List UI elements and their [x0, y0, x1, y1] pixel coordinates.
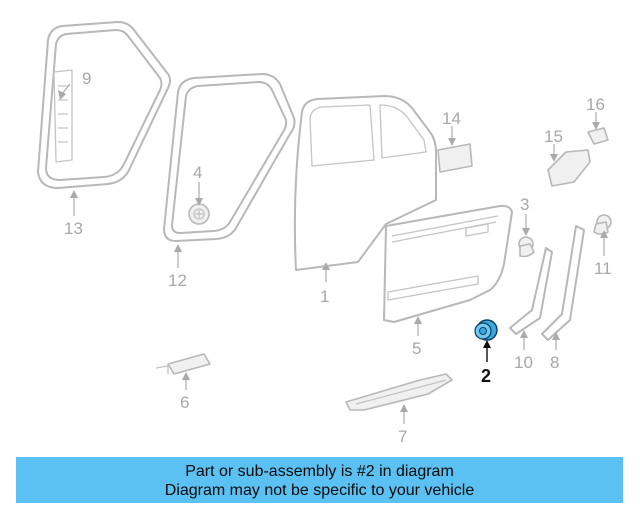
part-16-clip: [587, 127, 609, 145]
leader-lines: [58, 83, 608, 424]
part-5-door-trim-panel: [383, 204, 513, 323]
callout-1: 1: [320, 287, 329, 306]
callout-16: 16: [586, 95, 605, 114]
callout-15: 15: [544, 127, 563, 146]
part-15-clip: [547, 149, 591, 187]
callout-14: 14: [442, 109, 461, 128]
part-4-grommet: [188, 203, 210, 225]
callout-3: 3: [520, 195, 529, 214]
part-3-retainer: [518, 236, 535, 258]
callout-8: 8: [550, 353, 559, 372]
part-6-adhesive-tube: [155, 353, 211, 375]
callout-labels: 1 2 3 4 5 6 7 8 9 10 11 12 13 14 15 16: [64, 69, 612, 446]
callout-12: 12: [168, 271, 187, 290]
callout-2: 2: [481, 366, 491, 386]
part-11-retainer: [593, 214, 612, 235]
banner-line-1: Part or sub-assembly is #2 in diagram: [185, 463, 454, 480]
part-2-clip-highlighted: [474, 319, 498, 341]
part-12-door-seal: [163, 73, 296, 242]
info-banner: Part or sub-assembly is #2 in diagram Di…: [16, 457, 623, 503]
part-14-pad: [437, 143, 473, 173]
part-8-garnish: [541, 225, 585, 341]
callout-5: 5: [412, 339, 421, 358]
callout-7: 7: [398, 427, 407, 446]
banner-line-2: Diagram may not be specific to your vehi…: [164, 482, 475, 499]
callout-10: 10: [514, 353, 533, 372]
callout-11: 11: [594, 259, 612, 278]
callout-13: 13: [64, 219, 83, 238]
parts-diagram: 1 2 3 4 5 6 7 8 9 10 11 12 13 14 15 16: [37, 21, 612, 446]
part-13-door-weatherstrip: [37, 21, 171, 189]
part-10-garnish: [509, 247, 553, 335]
part-1-rear-door: [293, 95, 437, 271]
callout-9: 9: [82, 69, 91, 88]
part-7-scuff-plate: [345, 373, 453, 411]
callout-6: 6: [180, 393, 189, 412]
callout-4: 4: [193, 163, 202, 182]
